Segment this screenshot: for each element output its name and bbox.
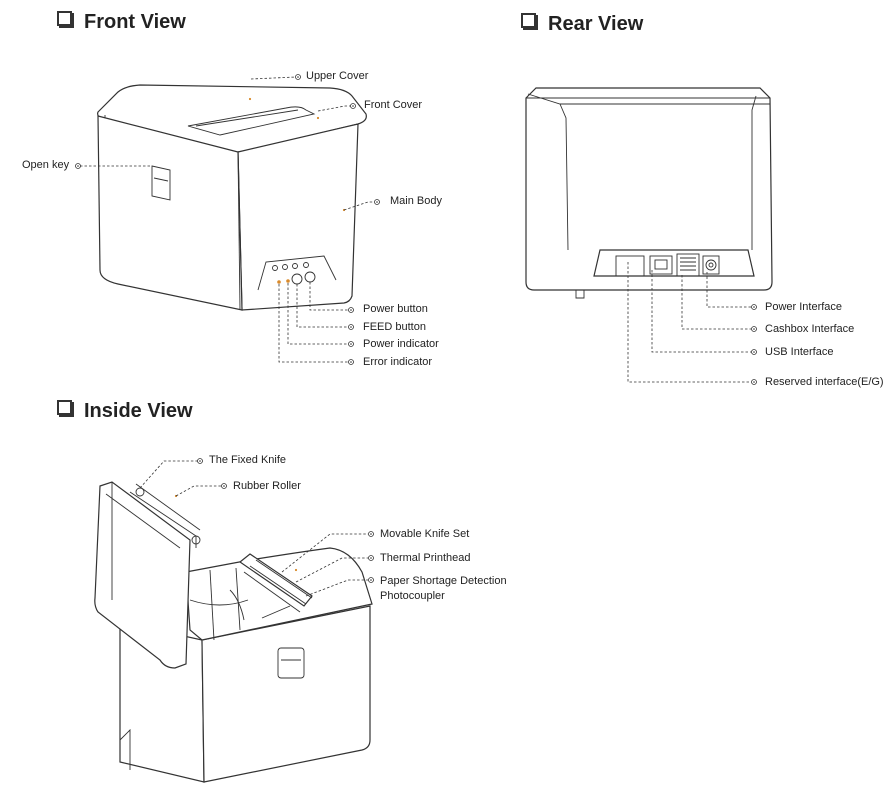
inside-view-heading: Inside View [57,400,193,423]
rear-view-title: Rear View [548,13,644,35]
label-power-interface: Power Interface [765,301,843,313]
label-open-key: Open key [22,159,70,171]
label-reserved-interface: Reserved interface(E/G) [765,376,884,388]
label-paper-shortage-detection: Paper Shortage Detection [380,575,507,587]
inside-view-title: Inside View [84,400,193,422]
label-cashbox-interface: Cashbox Interface [765,323,855,335]
checkbox-square-icon [57,400,72,415]
front-view-title: Front View [84,11,186,33]
front-printer-drawing [97,84,367,311]
rear-view-heading: Rear View [521,13,643,36]
checkbox-square-icon [57,11,72,26]
label-rubber-roller: Rubber Roller [233,480,301,492]
label-upper-cover: Upper Cover [306,70,369,82]
label-thermal-printhead: Thermal Printhead [380,552,471,564]
label-feed-button: FEED button [363,321,426,333]
inside-leader-lines [139,458,374,597]
label-fixed-knife: The Fixed Knife [209,454,287,466]
label-error-indicator: Error indicator [363,356,433,368]
label-usb-interface: USB Interface [765,346,834,358]
label-front-cover: Front Cover [364,99,423,111]
label-power-indicator: Power indicator [363,338,439,350]
rear-printer-drawing [525,87,773,299]
inside-printer-drawing [94,481,373,783]
rear-leader-lines [627,262,757,385]
label-photocoupler: Photocoupler [380,590,445,602]
label-movable-knife-set: Movable Knife Set [380,528,470,540]
label-main-body: Main Body [390,195,442,207]
front-leader-lines [75,74,380,365]
label-power-button: Power button [363,303,428,315]
checkbox-square-icon [521,13,536,28]
front-view-heading: Front View [57,11,186,34]
